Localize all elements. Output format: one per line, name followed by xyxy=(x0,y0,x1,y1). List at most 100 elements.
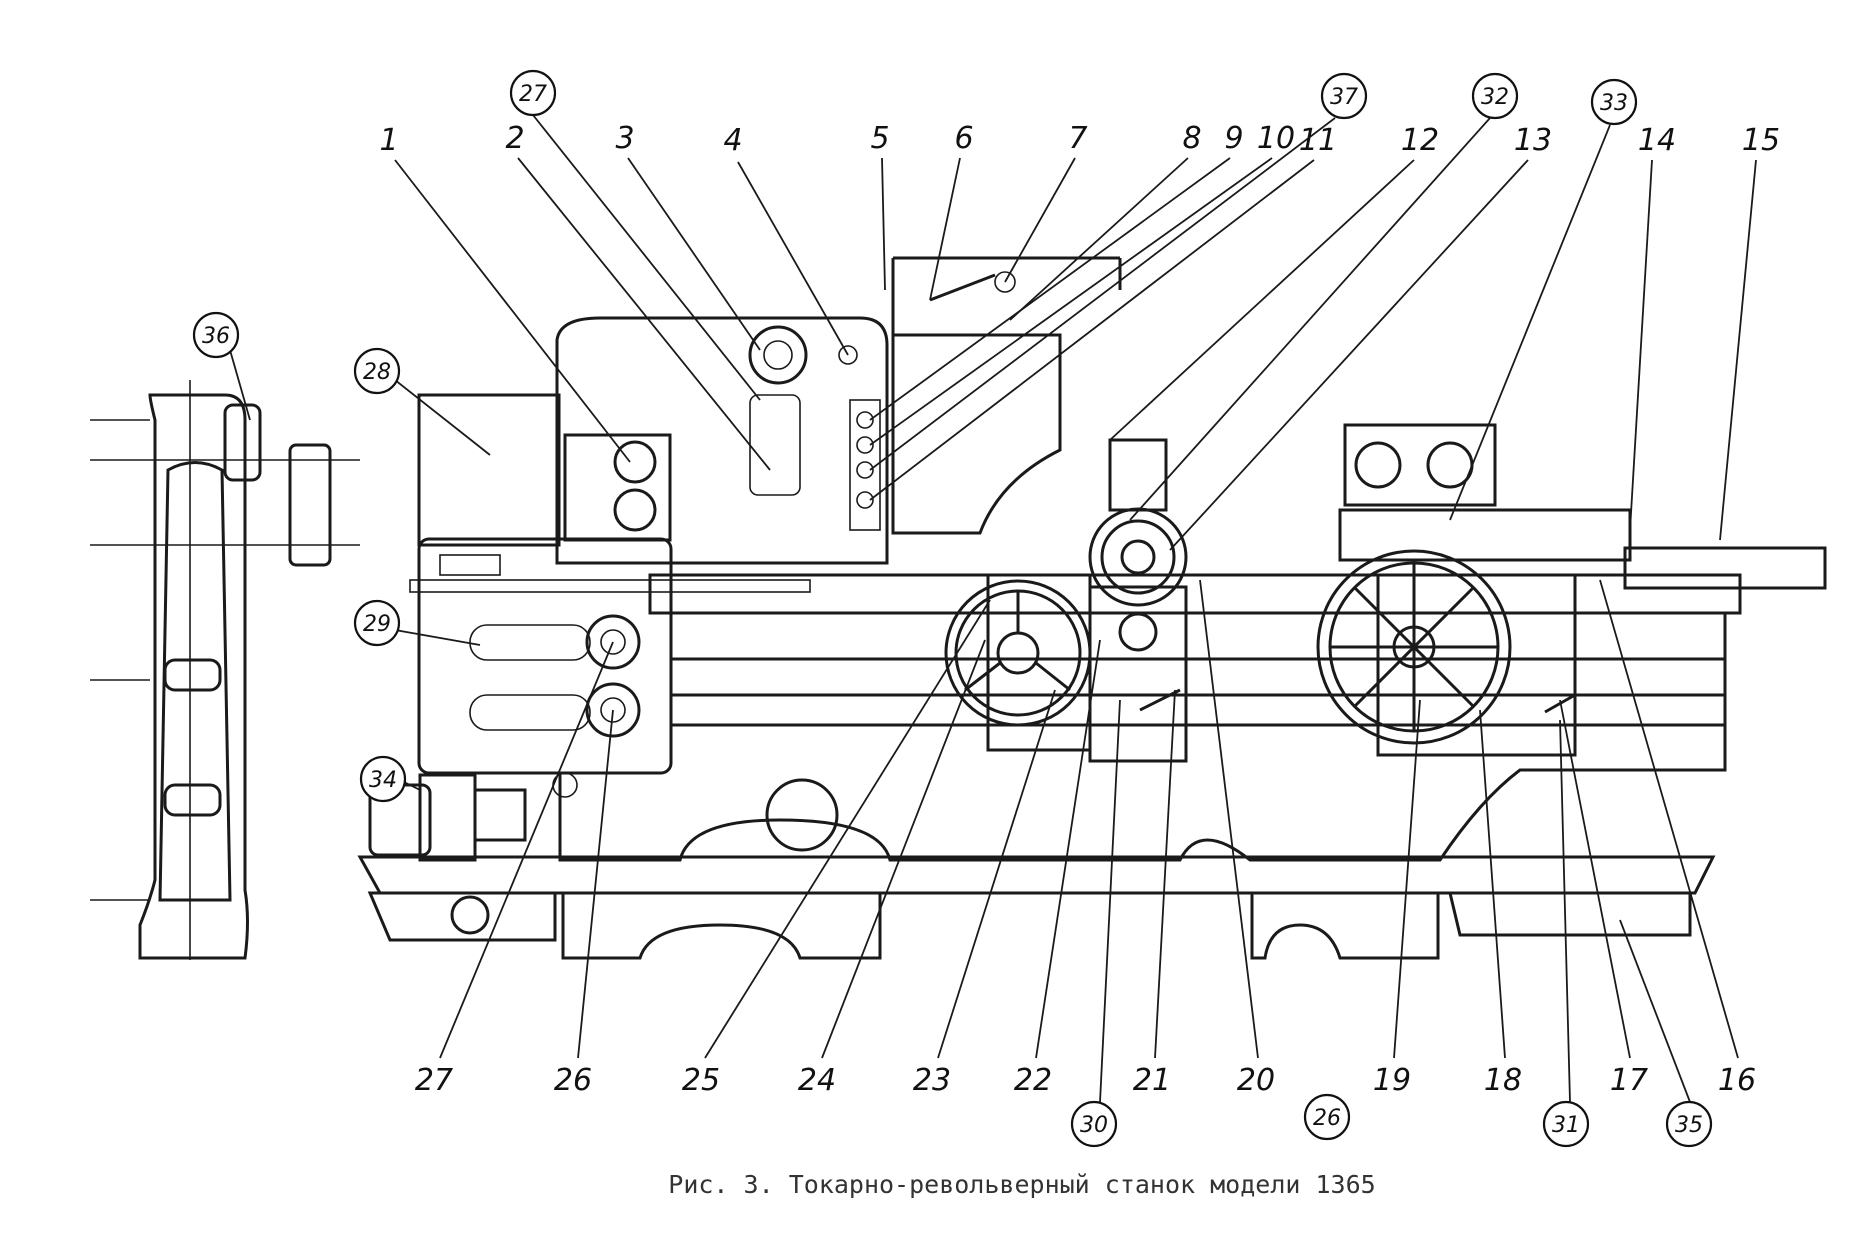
label-number: 33 xyxy=(1600,91,1628,116)
label-number: 26 xyxy=(554,1063,592,1098)
label-number: 4 xyxy=(723,123,742,158)
turret-saddle xyxy=(1088,585,1188,763)
label-circle xyxy=(359,755,407,803)
label-number: 10 xyxy=(1257,121,1295,156)
cover xyxy=(417,393,561,547)
label-number: 11 xyxy=(1299,123,1337,158)
label-number: 28 xyxy=(363,360,391,385)
bed-body xyxy=(558,611,1727,862)
side-view xyxy=(90,380,360,960)
machine-drawing xyxy=(90,256,1827,960)
part-label: 16 xyxy=(1718,1063,1756,1098)
figure-caption: Рис. 3. Токарно-револьверный станок моде… xyxy=(668,1170,1375,1199)
part-label: 10 xyxy=(1257,121,1295,156)
headstock xyxy=(555,316,889,565)
label-number: 15 xyxy=(1742,123,1780,158)
label-number: 30 xyxy=(1080,1113,1108,1138)
label-circle xyxy=(1471,72,1519,120)
label-number: 22 xyxy=(1014,1063,1052,1098)
guard xyxy=(1338,508,1632,562)
label-number: 1 xyxy=(379,123,398,158)
part-label: 4 xyxy=(723,123,742,158)
label-number: 7 xyxy=(1068,121,1087,156)
label-number: 31 xyxy=(1552,1113,1580,1138)
label-circle xyxy=(1590,78,1638,126)
label-number: 3 xyxy=(615,121,634,156)
part-label: 3 xyxy=(615,121,634,156)
part-label: 27 xyxy=(415,1063,453,1098)
label-number: 34 xyxy=(369,768,397,793)
part-label: 25 xyxy=(682,1063,720,1098)
label-circle xyxy=(1542,1100,1590,1148)
label-number: 26 xyxy=(1313,1106,1341,1131)
label-circle xyxy=(1303,1093,1351,1141)
label-number: 24 xyxy=(798,1063,836,1098)
gearbox xyxy=(417,537,673,775)
label-circle xyxy=(353,599,401,647)
circled-part-label: 26 xyxy=(1303,1093,1351,1141)
label-number: 23 xyxy=(913,1063,951,1098)
circled-part-label: 30 xyxy=(1070,1100,1118,1148)
label-number: 9 xyxy=(1224,121,1243,156)
circled-part-label: 32 xyxy=(1471,72,1519,120)
leader-lines xyxy=(229,114,1757,1103)
part-label: 14 xyxy=(1638,123,1676,158)
label-number: 8 xyxy=(1182,121,1201,156)
label-circle xyxy=(353,347,401,395)
part-label: 26 xyxy=(554,1063,592,1098)
circled-part-label: 27 xyxy=(509,69,557,117)
part-label: 6 xyxy=(954,121,973,156)
label-number: 21 xyxy=(1133,1063,1171,1098)
handwheel-right xyxy=(1316,549,1512,745)
circled-part-label: 28 xyxy=(353,347,401,395)
part-label: 21 xyxy=(1133,1063,1171,1098)
label-number: 27 xyxy=(519,82,547,107)
part-label: 13 xyxy=(1514,123,1552,158)
label-number: 32 xyxy=(1481,85,1509,110)
rail xyxy=(1623,546,1827,590)
label-circle xyxy=(1320,72,1368,120)
label-number: 12 xyxy=(1401,123,1439,158)
circled-part-label: 33 xyxy=(1590,78,1638,126)
label-number: 36 xyxy=(202,324,230,349)
circled-part-label: 31 xyxy=(1542,1100,1590,1148)
label-number: 25 xyxy=(682,1063,720,1098)
label-number: 35 xyxy=(1675,1113,1703,1138)
circled-part-label: 34 xyxy=(359,755,407,803)
label-number: 14 xyxy=(1638,123,1676,158)
turret-wheel xyxy=(1088,507,1188,607)
part-label: 24 xyxy=(798,1063,836,1098)
label-number: 19 xyxy=(1373,1063,1411,1098)
label-number: 6 xyxy=(954,121,973,156)
circled-part-label: 37 xyxy=(1320,72,1368,120)
part-label: 7 xyxy=(1068,121,1087,156)
circled-part-label: 29 xyxy=(353,599,401,647)
part-label: 11 xyxy=(1299,123,1337,158)
part-label: 23 xyxy=(913,1063,951,1098)
label-number: 27 xyxy=(415,1063,453,1098)
part-label: 1 xyxy=(379,123,398,158)
label-number: 37 xyxy=(1330,85,1358,110)
part-label: 19 xyxy=(1373,1063,1411,1098)
label-number: 18 xyxy=(1484,1063,1522,1098)
label-circle xyxy=(1070,1100,1118,1148)
part-label: 12 xyxy=(1401,123,1439,158)
label-circle xyxy=(192,311,240,359)
label-number: 2 xyxy=(505,121,524,156)
part-label: 20 xyxy=(1237,1063,1275,1098)
label-number: 16 xyxy=(1718,1063,1756,1098)
part-label: 8 xyxy=(1182,121,1201,156)
part-label: 17 xyxy=(1610,1063,1648,1098)
label-number: 13 xyxy=(1514,123,1552,158)
part-label: 5 xyxy=(870,121,889,156)
label-number: 5 xyxy=(870,121,889,156)
circled-part-label: 35 xyxy=(1665,1100,1713,1148)
label-number: 29 xyxy=(363,612,391,637)
part-label: 18 xyxy=(1484,1063,1522,1098)
label-circle xyxy=(1665,1100,1713,1148)
part-label: 22 xyxy=(1014,1063,1052,1098)
base-pan xyxy=(357,855,1716,895)
label-number: 20 xyxy=(1237,1063,1275,1098)
